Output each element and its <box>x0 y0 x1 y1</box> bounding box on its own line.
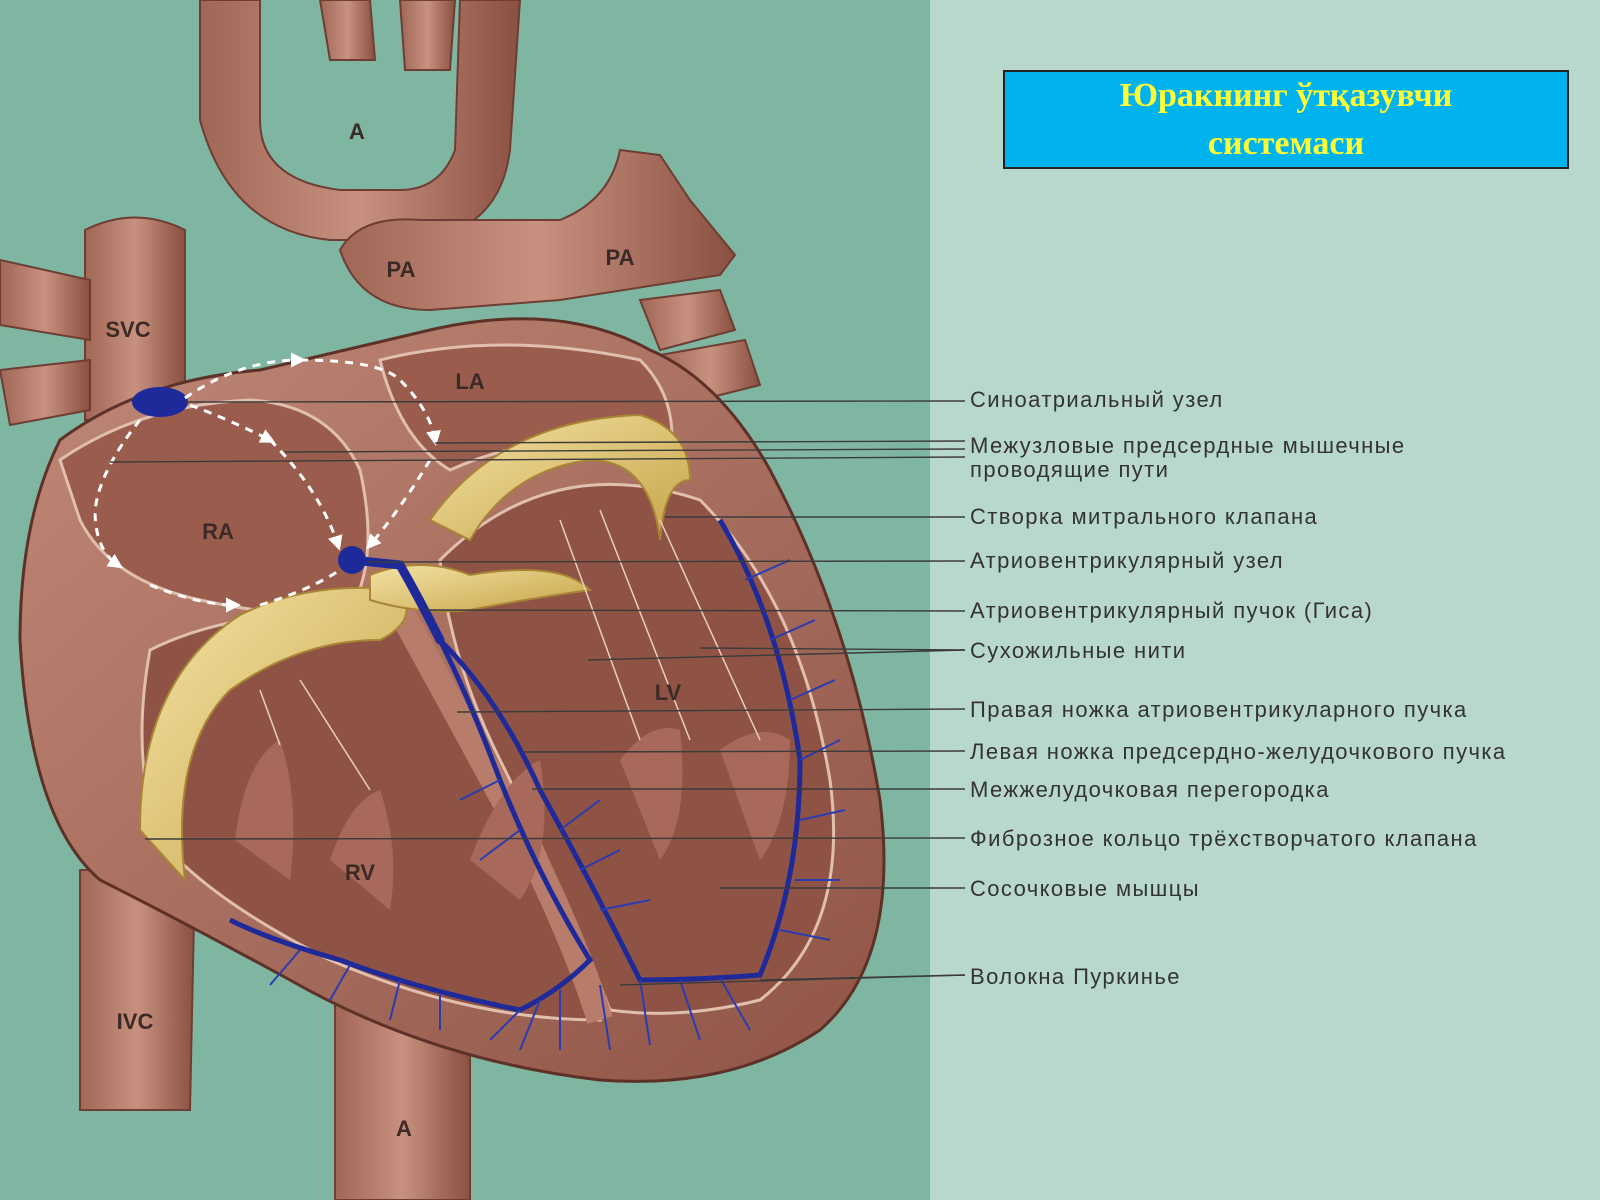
label-aorta-bottom: A <box>396 1116 412 1141</box>
legend-panel <box>930 0 1600 1200</box>
title-box: Юракнинг ўтқазувчи системаси <box>1003 70 1569 169</box>
label-aorta-top: A <box>349 119 365 144</box>
leader-lines <box>109 400 966 986</box>
left-bundle-branch <box>438 518 803 983</box>
label-pa-right: PA <box>606 245 635 270</box>
pulmonary-vein-left-1 <box>0 258 91 342</box>
callout-bundle-of-his: Атриовентрикулярный пучок (Гиса) <box>970 598 1374 623</box>
label-svc: SVC <box>105 317 150 342</box>
valves <box>138 413 692 883</box>
label-ra: RA <box>202 519 234 544</box>
av-valve-center <box>369 564 593 613</box>
sa-node <box>132 387 188 417</box>
label-lv: LV <box>655 680 682 705</box>
tricuspid-valve-ring <box>138 586 408 883</box>
svc-vessel <box>84 216 186 421</box>
pulmonary-vein-right-1 <box>638 288 737 352</box>
callout-av-node: Атриовентрикулярный узел <box>970 548 1284 573</box>
callout-tricuspid-ring: Фиброзное кольцо трёхстворчатого клапана <box>970 826 1478 851</box>
conduction-system <box>132 387 846 1051</box>
callout-mitral-valve: Створка митрального клапана <box>970 504 1319 529</box>
callout-papillary-muscles: Сосочковые мышцы <box>970 876 1200 901</box>
callout-chordae-tendineae: Сухожильные нити <box>970 638 1187 663</box>
callout-purkinje-fibers: Волокна Пуркинье <box>970 964 1181 989</box>
aorta-arch <box>199 0 522 241</box>
bundle-of-his <box>347 555 445 645</box>
mitral-valve-leaflet <box>428 413 692 542</box>
papillary-muscles <box>235 509 790 910</box>
callout-internodal-pathways: Межузловые предсердные мышечные проводящ… <box>970 433 1406 482</box>
right-bundle-branch <box>228 638 594 1013</box>
pulmonary-trunk <box>338 148 737 312</box>
label-rv: RV <box>345 860 375 885</box>
aorta-branch-1 <box>318 0 377 61</box>
purkinje-fibers <box>269 559 846 1051</box>
aorta-branch-2 <box>398 0 457 71</box>
pulmonary-vein-left-2 <box>0 358 91 427</box>
label-la: LA <box>455 369 484 394</box>
callout-left-bundle-branch: Левая ножка предсердно-желудочкового пуч… <box>970 739 1507 764</box>
internodal-pathways <box>93 352 441 613</box>
label-ivc: IVC <box>117 1009 154 1034</box>
great-vessels <box>0 0 762 1200</box>
callout-sa-node: Синоатриальный узел <box>970 387 1224 412</box>
callout-right-bundle-branch: Правая ножка атриовентрикуларного пучка <box>970 697 1468 722</box>
region-labels: A SVC PA PA LA RA LV RV IVC A <box>105 119 681 1141</box>
label-pa-left: PA <box>387 257 416 282</box>
callout-ventricular-septum: Межжелудочковая перегородка <box>970 777 1330 802</box>
page-title: Юракнинг ўтқазувчи системаси <box>1119 76 1453 162</box>
